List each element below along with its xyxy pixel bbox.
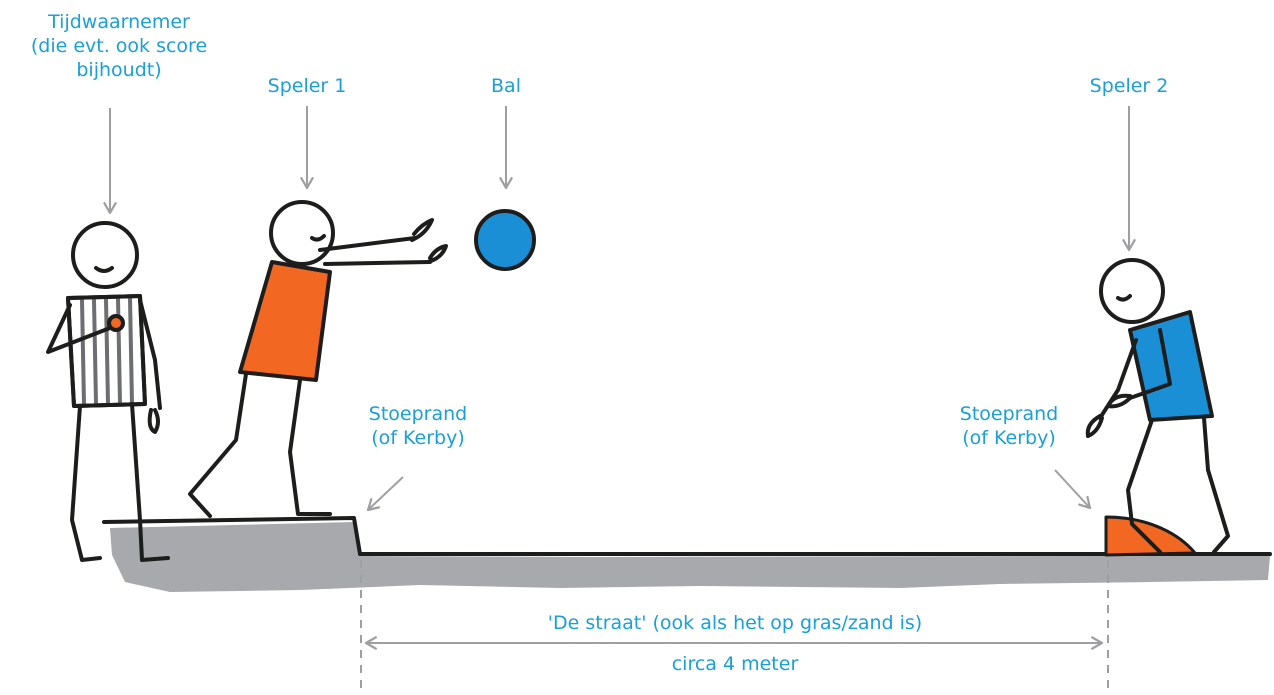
player2-label-text: Speler 2 [1089,75,1169,97]
curb-right-label-line1: Stoeprand [959,403,1059,425]
timekeeper-label-line2: (die evt. ook score [30,35,208,57]
curb-left-label-line1: Stoeprand [368,403,468,425]
player2-label: Speler 2 [1059,74,1199,98]
timekeeper-label-line1: Tijdwaarnemer [48,11,190,33]
curb-right-arrow [1054,469,1092,510]
curb-left-label-line2: (of Kerby) [371,427,465,449]
ground-shadow [110,522,1270,592]
sidewalk-left [102,516,1272,556]
player1-figure [188,200,448,518]
ball-label: Bal [456,74,556,98]
curb-left-label: Stoeprand (of Kerby) [348,402,488,450]
timekeeper-figure [46,221,170,562]
curb-right-label-line2: (of Kerby) [962,427,1056,449]
distance-label: circa 4 meter [540,652,930,676]
timekeeper-label: Tijdwaarnemer (die evt. ook score bijhou… [4,10,234,82]
distance-label-text: circa 4 meter [671,653,799,675]
player1-label: Speler 1 [237,74,377,98]
curb-left-arrow [366,476,404,512]
timekeeper-label-line3: bijhoudt) [76,59,162,81]
street-label: 'De straat' (ook als het op gras/zand is… [440,611,1030,635]
ball [474,209,536,271]
player2-figure [1085,258,1230,554]
ball-label-text: Bal [491,75,521,97]
street-label-text: 'De straat' (ook als het op gras/zand is… [547,612,923,634]
player1-label-text: Speler 1 [267,75,347,97]
kerby-block [1104,515,1197,557]
curb-right-label: Stoeprand (of Kerby) [939,402,1079,450]
